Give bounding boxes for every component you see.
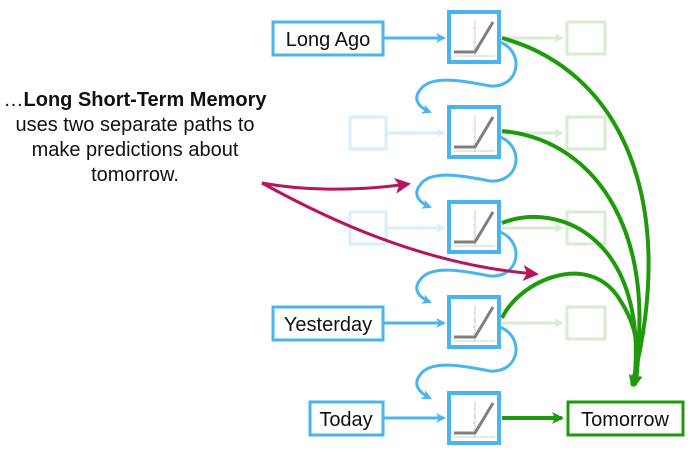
caption-prefix: … — [3, 89, 24, 111]
input-today-label: Today — [319, 409, 372, 431]
input-long-ago: Long Ago — [271, 20, 446, 57]
short-term-path — [415, 40, 518, 400]
faded-input-row-2 — [348, 115, 446, 151]
input-today: Today — [308, 400, 446, 437]
caption-bold: Long Short-Term Memory — [23, 89, 267, 111]
lstm-cell-5-relu-icon — [447, 391, 501, 445]
faded-output-row-1 — [502, 20, 607, 56]
input-yesterday: Yesterday — [271, 305, 446, 342]
faded-output-row-4 — [502, 305, 607, 341]
output-tomorrow: Tomorrow — [566, 400, 685, 437]
lstm-cell-3-relu-icon — [447, 200, 501, 254]
output-tomorrow-label: Tomorrow — [581, 409, 669, 431]
caption: …Long Short-Term Memory uses two separat… — [0, 88, 270, 188]
lstm-cell-4-relu-icon — [447, 295, 501, 349]
long-term-path — [500, 36, 651, 424]
faded-output-row-3 — [502, 210, 607, 246]
caption-pointer-arrows — [261, 177, 539, 281]
faded-input-row-3 — [348, 210, 446, 246]
input-long-ago-label: Long Ago — [286, 29, 371, 51]
lstm-cell-1-relu-icon — [447, 10, 501, 64]
input-yesterday-label: Yesterday — [284, 314, 372, 336]
lstm-cell-2-relu-icon — [447, 105, 501, 159]
caption-rest: uses two separate paths to make predicti… — [15, 114, 255, 186]
